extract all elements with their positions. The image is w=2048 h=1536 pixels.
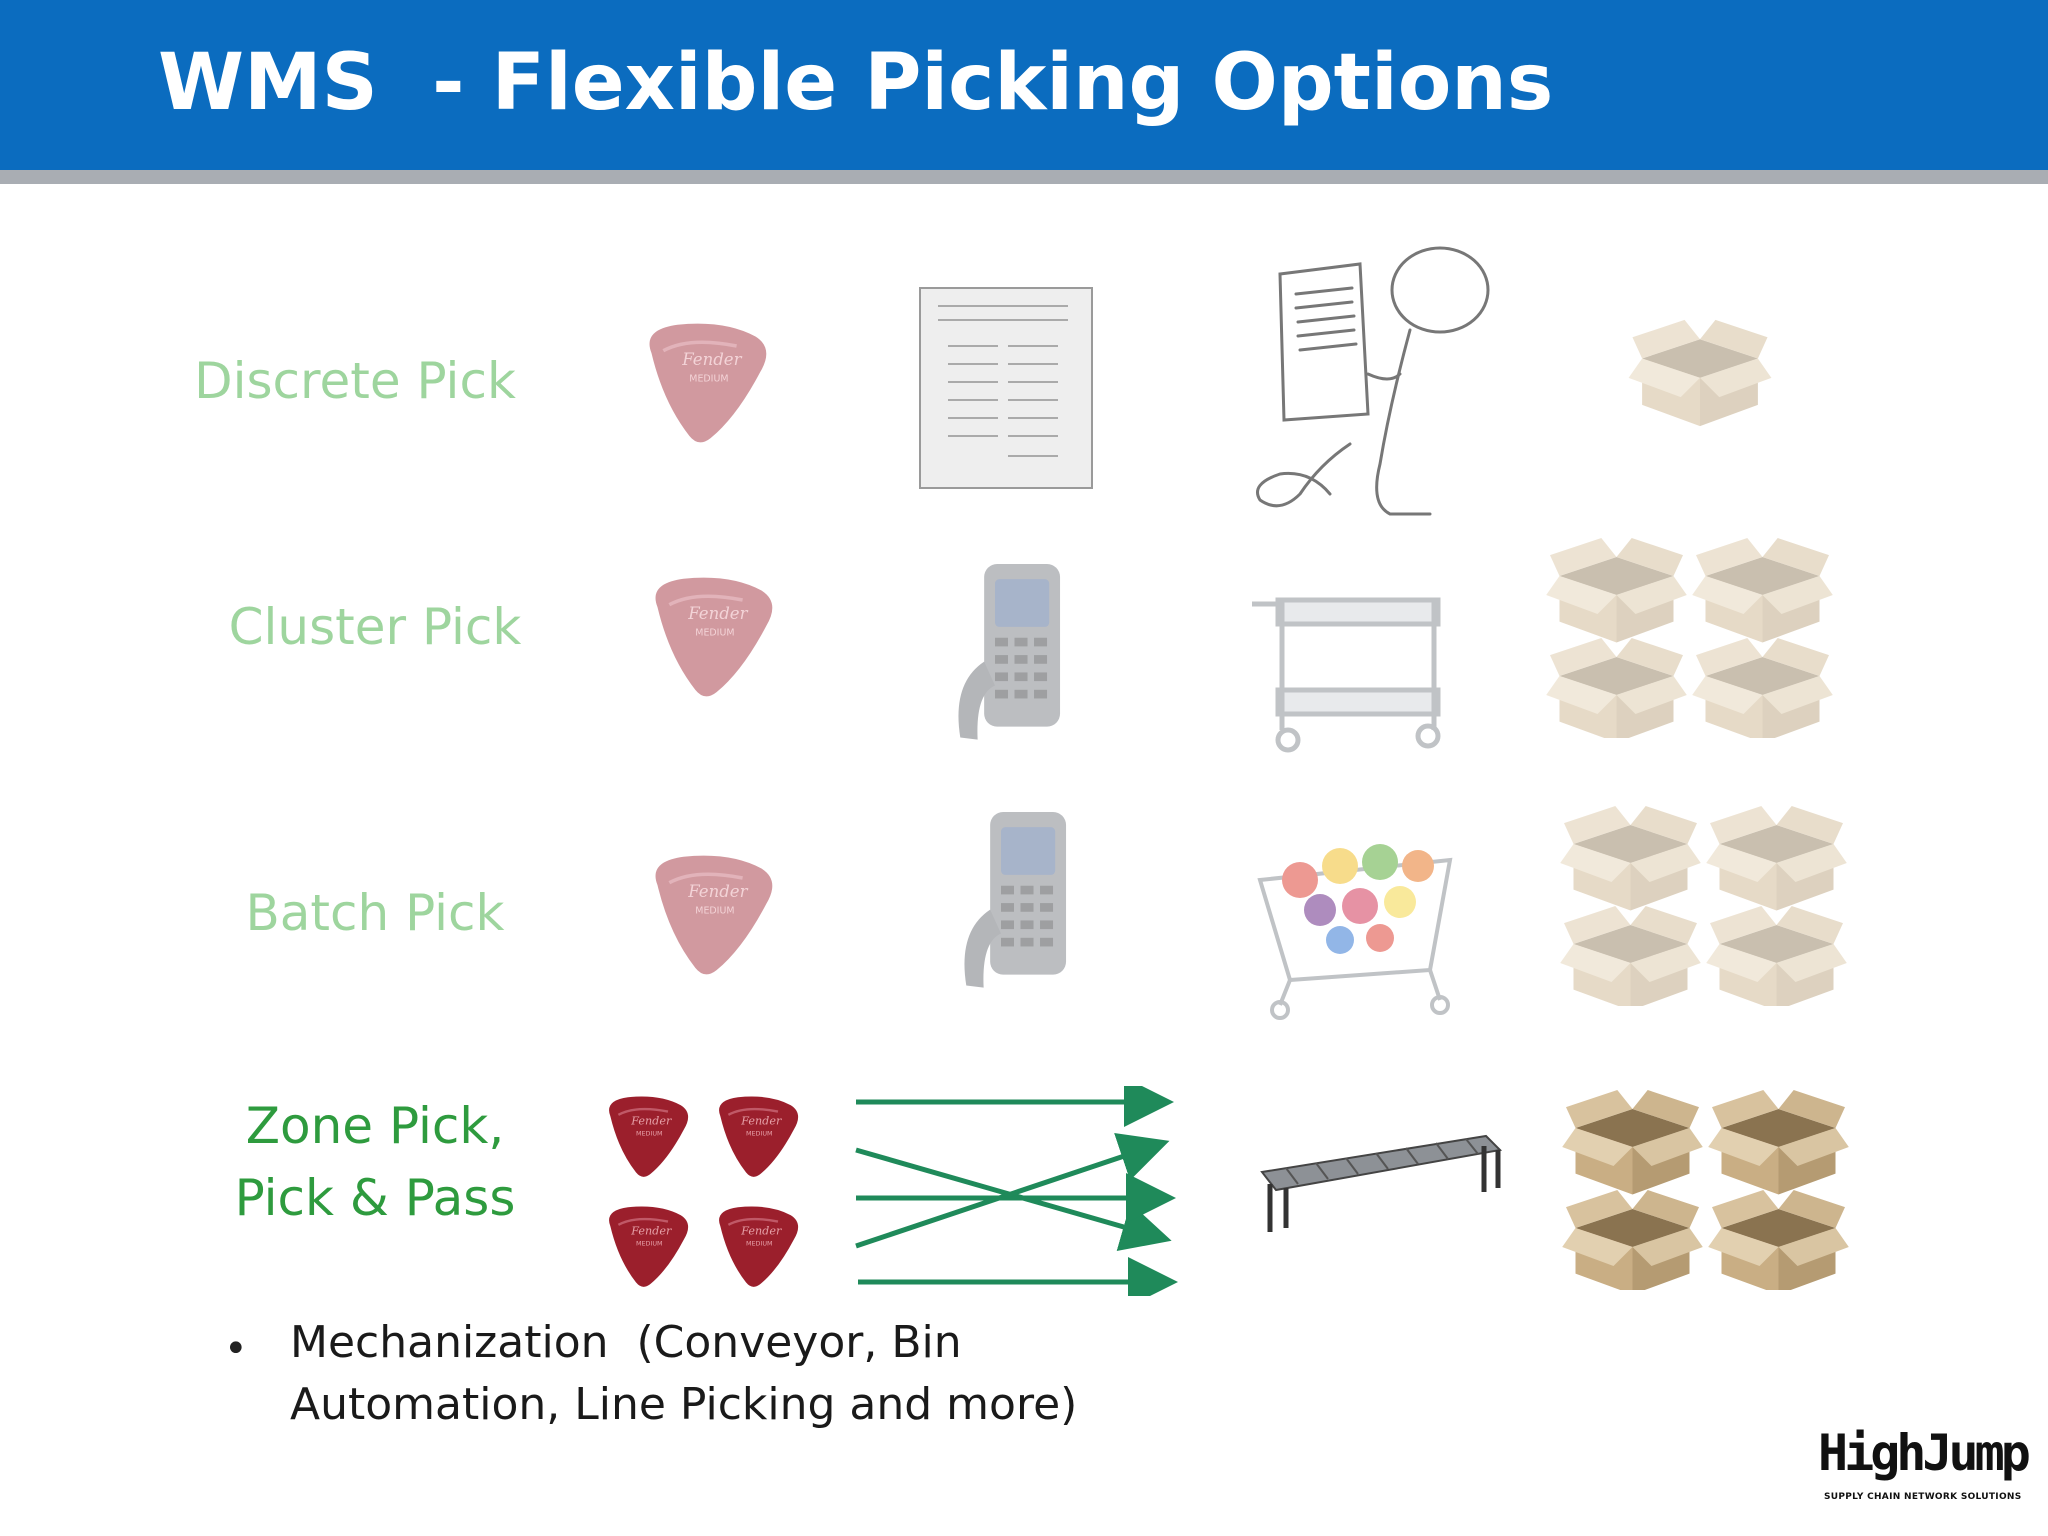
row-label-zone-line1: Zone Pick,	[245, 1097, 505, 1155]
cart-icon	[1252, 597, 1441, 753]
open-box-zone-icon	[1562, 1090, 1849, 1290]
bullet-dot: •	[224, 1326, 248, 1372]
logo-name: HighJump	[1818, 1424, 2031, 1482]
row-label-discrete-pick: Discrete Pick	[194, 352, 516, 410]
open-box-icon	[1628, 319, 1772, 427]
open-box-batch-icon	[1560, 806, 1847, 1006]
slide-header	[0, 0, 2048, 170]
row-label-zone-line2: Pick & Pass	[234, 1169, 516, 1227]
paper-list-icon	[919, 287, 1093, 489]
header-rule	[0, 170, 2048, 184]
conveyor-icon	[1260, 1134, 1503, 1232]
guitar-pick-icon	[647, 321, 769, 445]
bullet-line2: Automation, Line Picking and more)	[290, 1379, 1078, 1430]
open-box-cluster-icon	[1546, 538, 1833, 738]
guitar-pick-icon	[653, 853, 775, 977]
logo-tagline: SUPPLY CHAIN NETWORK SOLUTIONS	[1824, 1492, 2022, 1502]
slide-title: WMS - Flexible Picking Options	[158, 38, 1554, 128]
highjump-logo: HighJump SUPPLY CHAIN NETWORK SOLUTIONS	[1818, 1424, 2031, 1514]
person-reading-icon	[1256, 246, 1490, 516]
arrows-icon	[855, 1086, 1178, 1296]
handheld-scanner-icon	[964, 812, 1067, 988]
bullet-line1: Mechanization (Conveyor, Bin	[290, 1317, 962, 1368]
guitar-picks-group-icon	[607, 1095, 800, 1289]
guitar-pick-icon	[653, 575, 775, 699]
shopping-cart-icon	[1257, 844, 1453, 1020]
handheld-scanner-icon	[958, 564, 1061, 740]
row-label-zone-pick: Zone Pick, Pick & Pass	[180, 1090, 570, 1234]
bullet-text: Mechanization (Conveyor, Bin Automation,…	[290, 1312, 1190, 1436]
row-label-batch-pick: Batch Pick	[245, 884, 505, 942]
row-label-cluster-pick: Cluster Pick	[228, 598, 522, 656]
